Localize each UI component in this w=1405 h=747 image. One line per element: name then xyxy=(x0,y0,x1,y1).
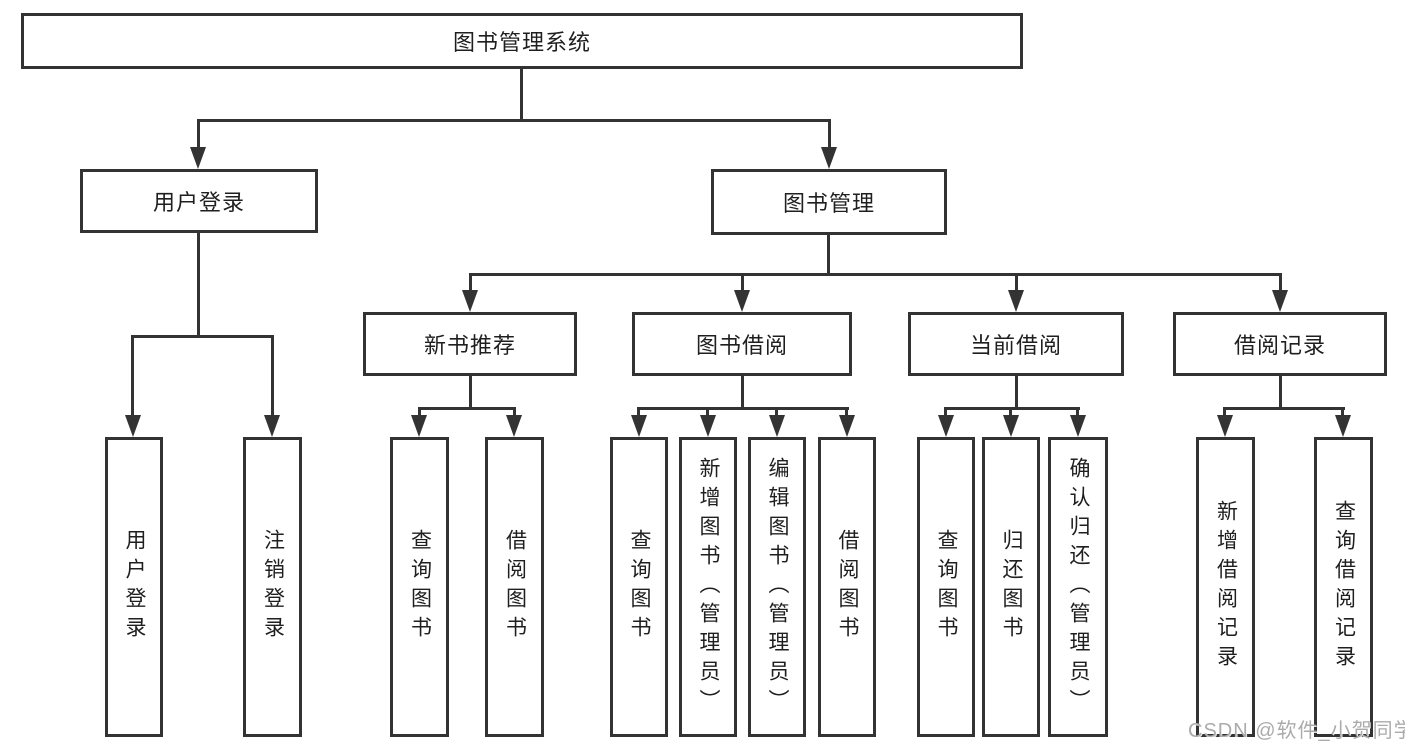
edge-line xyxy=(828,119,831,149)
edge-line xyxy=(944,407,1080,410)
edge-arrow xyxy=(700,415,716,437)
edge-line xyxy=(637,407,640,417)
node-label: 图书借阅 xyxy=(695,333,788,358)
node-label: 图书管理系统 xyxy=(452,30,591,55)
node-label: 查询图书 xyxy=(628,529,652,645)
node-borrowing-records: 借阅记录 xyxy=(1173,312,1387,376)
edge-line xyxy=(1015,273,1018,292)
edge-line xyxy=(197,233,200,335)
node-new-book-recommendation: 新书推荐 xyxy=(363,312,577,376)
node-label: 查询借阅记录 xyxy=(1332,500,1356,674)
edge-arrow xyxy=(1335,415,1351,437)
edge-arrow xyxy=(462,290,478,312)
node-label: 新增借阅记录 xyxy=(1214,500,1238,674)
node-label: 当前借阅 xyxy=(969,333,1062,358)
edge-arrow xyxy=(125,415,141,437)
leaf-borrow-books-recommend: 借阅图书 xyxy=(485,437,544,737)
edge-line xyxy=(520,69,523,119)
node-user-login: 用户登录 xyxy=(80,169,318,233)
leaf-add-borrow-record: 新增借阅记录 xyxy=(1196,437,1255,737)
edge-arrow xyxy=(938,415,954,437)
edge-arrow xyxy=(411,415,427,437)
node-label: 借阅图书 xyxy=(836,529,860,645)
edge-line xyxy=(845,407,848,417)
edge-line xyxy=(741,273,744,292)
edge-arrow xyxy=(1217,415,1233,437)
edge-line xyxy=(944,407,947,417)
edge-arrow xyxy=(821,147,837,169)
node-label: 编辑图书（管理员） xyxy=(766,456,790,718)
edge-arrow xyxy=(264,415,280,437)
node-label: 借阅图书 xyxy=(503,529,527,645)
edge-line xyxy=(741,376,744,407)
edge-line xyxy=(1279,273,1282,292)
edge-line xyxy=(1279,376,1282,407)
edge-arrow xyxy=(839,415,855,437)
node-label: 新书推荐 xyxy=(423,333,516,358)
edge-line xyxy=(1015,376,1018,407)
leaf-logout: 注销登录 xyxy=(243,437,302,737)
leaf-confirm-return-admin: 确认归还（管理员） xyxy=(1048,437,1108,737)
edge-arrow xyxy=(190,147,206,169)
edge-line xyxy=(775,407,778,417)
edge-arrow xyxy=(506,415,522,437)
edge-line xyxy=(1076,407,1079,417)
edge-arrow xyxy=(1272,290,1288,312)
node-label: 查询图书 xyxy=(408,529,432,645)
node-label: 新增图书（管理员） xyxy=(697,456,721,718)
node-book-management: 图书管理 xyxy=(711,169,947,235)
node-label: 查询图书 xyxy=(935,529,959,645)
edge-line xyxy=(827,235,830,273)
edge-line xyxy=(469,273,472,292)
node-label: 图书管理 xyxy=(782,191,875,216)
node-label: 用户登录 xyxy=(152,190,245,215)
edge-line xyxy=(131,335,274,338)
leaf-add-books-admin: 新增图书（管理员） xyxy=(679,437,737,737)
edge-line xyxy=(271,335,274,417)
edge-line xyxy=(197,119,831,122)
edge-line xyxy=(418,407,421,417)
leaf-edit-books-admin: 编辑图书（管理员） xyxy=(748,437,806,737)
leaf-user-login: 用户登录 xyxy=(105,437,163,737)
leaf-borrow-books: 借阅图书 xyxy=(818,437,876,737)
node-label: 注销登录 xyxy=(261,529,285,645)
edge-arrow xyxy=(1070,415,1086,437)
edge-arrow xyxy=(631,415,647,437)
node-label: 确认归还（管理员） xyxy=(1067,456,1091,718)
edge-arrow xyxy=(1008,290,1024,312)
edge-line xyxy=(469,376,472,407)
edge-line xyxy=(197,119,200,149)
edge-line xyxy=(706,407,709,417)
leaf-return-books: 归还图书 xyxy=(982,437,1040,737)
leaf-query-borrow-record: 查询借阅记录 xyxy=(1314,437,1373,737)
node-label: 借阅记录 xyxy=(1233,333,1326,358)
edge-line xyxy=(1223,407,1226,417)
edge-line xyxy=(469,273,1282,276)
leaf-query-books-borrowing: 查询图书 xyxy=(610,437,668,737)
node-library-management-system: 图书管理系统 xyxy=(21,13,1023,69)
node-book-borrowing: 图书借阅 xyxy=(632,312,852,376)
edge-line xyxy=(1341,407,1344,417)
edge-arrow xyxy=(769,415,785,437)
edge-arrow xyxy=(734,290,750,312)
node-label: 用户登录 xyxy=(123,529,147,645)
edge-line xyxy=(1009,407,1012,417)
edge-arrow xyxy=(1003,415,1019,437)
edge-line xyxy=(418,407,516,410)
node-label: 归还图书 xyxy=(1000,529,1024,645)
edge-line xyxy=(131,335,134,417)
leaf-query-books-current: 查询图书 xyxy=(917,437,975,737)
node-current-borrowing: 当前借阅 xyxy=(908,312,1124,376)
edge-line xyxy=(1223,407,1345,410)
edge-line xyxy=(637,407,849,410)
csdn-watermark: CSDN @软件_小贺同学 xyxy=(1188,720,1405,742)
leaf-query-books-recommend: 查询图书 xyxy=(390,437,449,737)
edge-line xyxy=(513,407,516,417)
